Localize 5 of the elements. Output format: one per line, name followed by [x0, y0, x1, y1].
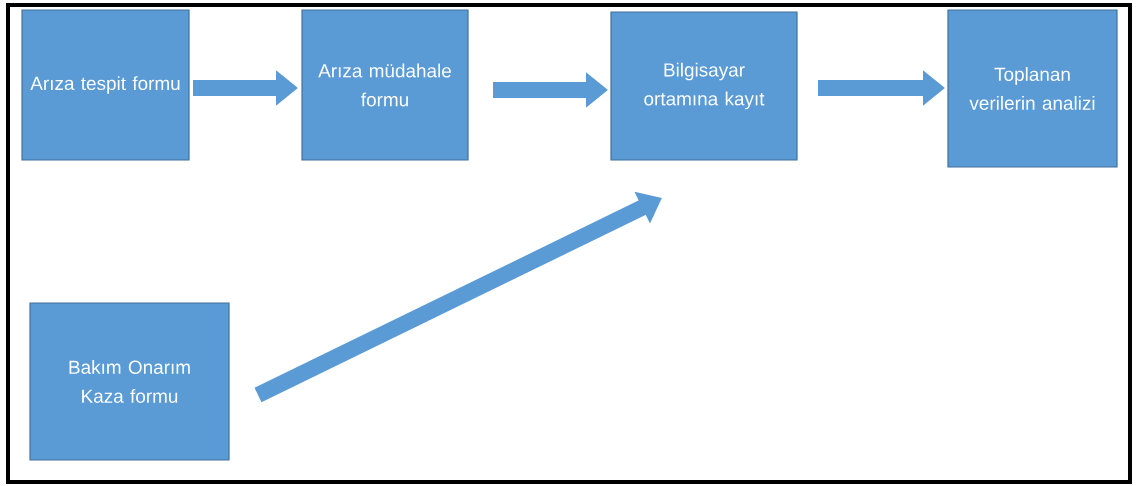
process-box: Arıza tespit formu: [21, 9, 190, 161]
process-box: Toplanan verilerin analizi: [947, 9, 1118, 168]
process-box: Arıza müdahale formu: [301, 9, 469, 161]
process-box: Bakım Onarım Kaza formu: [29, 302, 230, 461]
process-box: Bilgisayar ortamına kayıt: [610, 11, 798, 161]
